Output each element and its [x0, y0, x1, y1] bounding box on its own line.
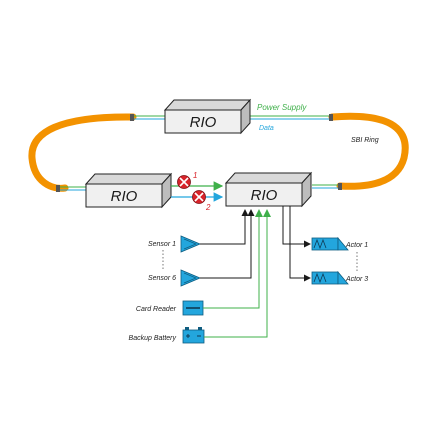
rio-right-box: RIO — [224, 171, 313, 208]
sensor-first-label: Sensor 1 — [148, 241, 176, 248]
actor-first-label: Actor 1 — [345, 242, 368, 249]
backup-battery-label: Backup Battery — [129, 335, 177, 342]
fault-2-label: 2 — [205, 203, 211, 212]
rio-left-box: RIO — [84, 172, 173, 209]
fault-1-label: 1 — [193, 171, 197, 180]
actor-last-icon — [311, 270, 349, 285]
fault-1-icon — [177, 175, 191, 189]
power-supply-label: Power Supply — [257, 103, 307, 112]
sensor-first-icon — [180, 235, 206, 253]
data-label: Data — [259, 125, 274, 132]
battery-wire — [204, 209, 271, 338]
actor-first-icon — [311, 236, 349, 251]
card-reader-icon — [182, 300, 204, 316]
rio-top-box: RIO — [163, 98, 252, 135]
rio-right-label: RIO — [251, 187, 278, 204]
sbi-ring-cable — [28, 112, 409, 192]
sbi-ring-label: SBI Ring — [351, 137, 379, 144]
rio-top-label: RIO — [190, 114, 217, 131]
actor-last-label: Actor 3 — [345, 276, 368, 283]
actor-wires — [282, 206, 311, 282]
ring-inner-lines — [56, 114, 342, 192]
sensor-last-label: Sensor 6 — [148, 275, 176, 282]
rio-left-label: RIO — [111, 188, 138, 205]
sensor-wires — [206, 209, 255, 279]
sensor-last-icon — [180, 269, 206, 287]
battery-icon — [182, 327, 205, 344]
card-reader-wire — [203, 209, 263, 309]
card-reader-label: Card Reader — [136, 306, 177, 313]
fault-2-icon — [192, 190, 206, 204]
